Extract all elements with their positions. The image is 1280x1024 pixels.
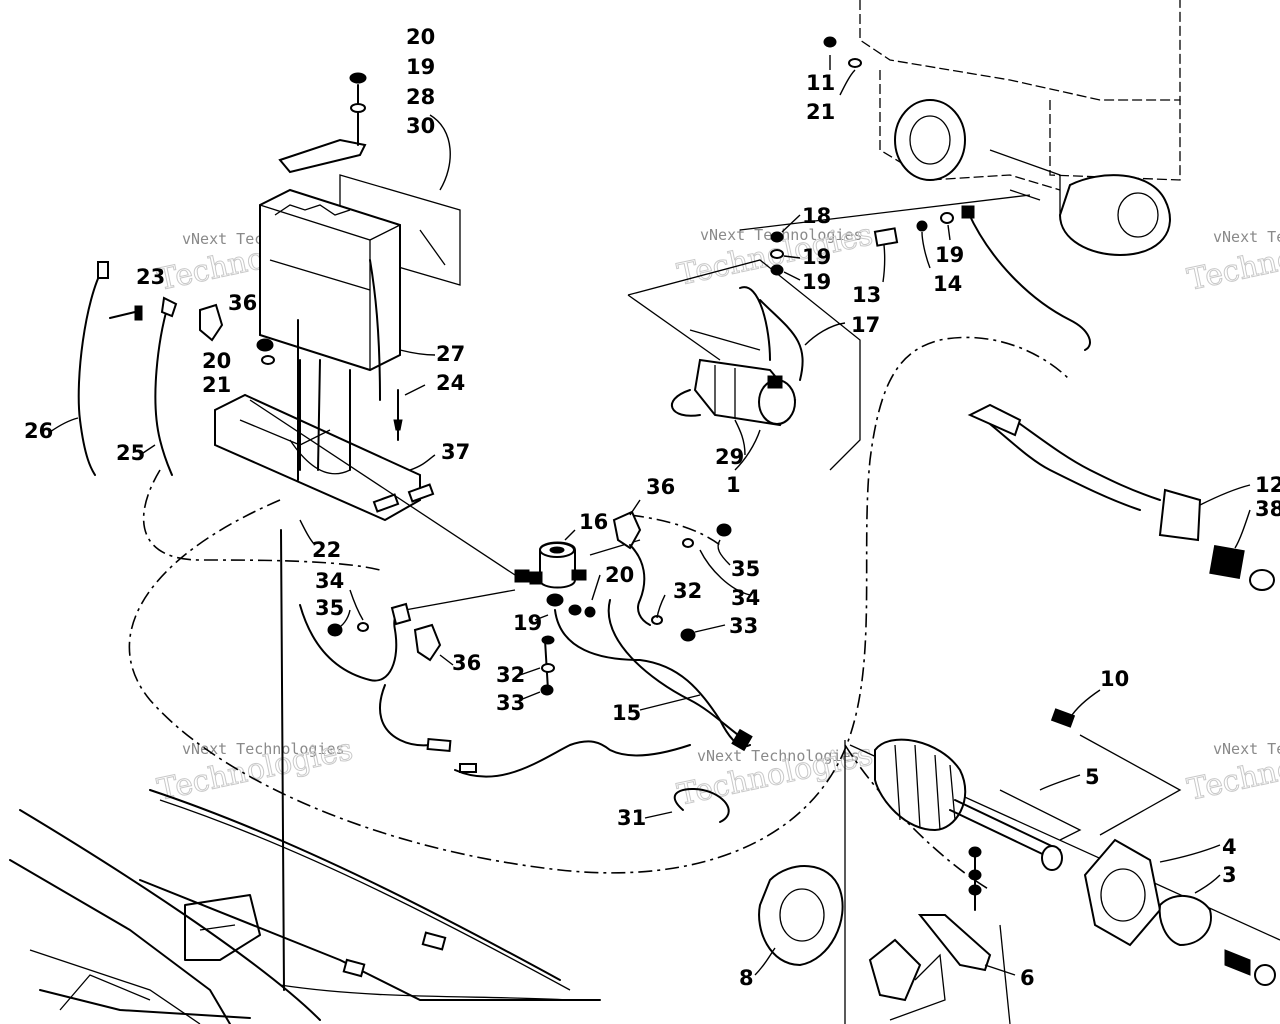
callout-label: 8	[739, 966, 754, 990]
battery-assembly	[214, 72, 461, 522]
callout-label: 14	[933, 272, 962, 296]
starter-motor-upper	[627, 259, 861, 471]
callout-label: 19	[802, 270, 831, 294]
callout-label: 19	[406, 55, 435, 79]
main-harness-cable	[128, 336, 1071, 874]
callout-label: 33	[729, 614, 758, 638]
engine-block	[859, 0, 1181, 257]
callout-label: 5	[1085, 765, 1100, 789]
leader-lines	[49, 55, 1251, 976]
end-housing	[1083, 838, 1162, 947]
upper-hardware	[739, 36, 1091, 351]
callout-label: 36	[452, 651, 481, 675]
callout-label: 4	[1222, 835, 1237, 859]
callout-label: 23	[136, 265, 165, 289]
callout-label: 6	[1020, 966, 1035, 990]
callout-label: 19	[935, 243, 964, 267]
dashed-wire	[142, 469, 381, 571]
callout-label: 32	[496, 663, 525, 687]
callout-label: 21	[202, 373, 231, 397]
callout-label: 20	[406, 25, 435, 49]
callout-labels: 20 19 28 30 23 36 20 21 27 24 26 25 37 2…	[24, 25, 1280, 990]
callout-label: 19	[513, 611, 542, 635]
callout-label: 30	[406, 114, 435, 138]
callout-label: 35	[731, 557, 760, 581]
watermark-text: vNext Technologies	[697, 747, 860, 765]
battery-cables	[77, 261, 224, 476]
callout-label: 25	[116, 441, 145, 465]
callout-label: 36	[228, 291, 257, 315]
callout-label: 10	[1100, 667, 1129, 691]
brush-end-plate	[758, 865, 844, 967]
watermark-text: vNext Technologies	[1213, 740, 1280, 758]
callout-label: 36	[646, 475, 675, 499]
callout-label: 17	[851, 313, 880, 337]
callout-label: 28	[406, 85, 435, 109]
dashed-wire	[629, 514, 721, 546]
armature	[874, 738, 967, 832]
callout-label: 19	[802, 245, 831, 269]
callout-label: 20	[202, 349, 231, 373]
callout-label: 13	[852, 283, 881, 307]
callout-label: 34	[315, 569, 344, 593]
callout-label: 26	[24, 419, 53, 443]
harness-connector	[967, 403, 1275, 591]
watermark-text: vNext Technologies	[1213, 228, 1280, 246]
callout-label: 37	[441, 440, 470, 464]
mounting-rod	[280, 529, 285, 991]
hood-frame	[9, 789, 601, 1024]
callout-label: 33	[496, 691, 525, 715]
callout-label: 22	[312, 538, 341, 562]
terminal-boot	[199, 303, 224, 342]
callout-label: 1	[726, 473, 741, 497]
callout-label: 29	[715, 445, 744, 469]
callout-label: 11	[806, 71, 835, 95]
callout-label: 18	[802, 204, 831, 228]
battery-strap	[278, 138, 367, 174]
callout-label: 21	[806, 100, 835, 124]
callout-label: 16	[579, 510, 608, 534]
watermark-text: vNext Technologies	[182, 740, 345, 758]
callout-label: 35	[315, 596, 344, 620]
split-ring	[673, 788, 730, 823]
callout-label: 31	[617, 806, 646, 830]
callout-label: 12	[1255, 473, 1280, 497]
battery	[259, 188, 401, 372]
starter-motor-exploded	[758, 734, 1280, 1024]
callout-label: 32	[673, 579, 702, 603]
callout-label: 15	[612, 701, 641, 725]
callout-label: 27	[436, 342, 465, 366]
callout-label: 20	[605, 563, 634, 587]
callout-label: 24	[436, 371, 465, 395]
solenoid-assembly	[249, 399, 753, 778]
callout-label: 34	[731, 586, 760, 610]
callout-label: 3	[1222, 863, 1237, 887]
callout-label: 38	[1255, 497, 1280, 521]
